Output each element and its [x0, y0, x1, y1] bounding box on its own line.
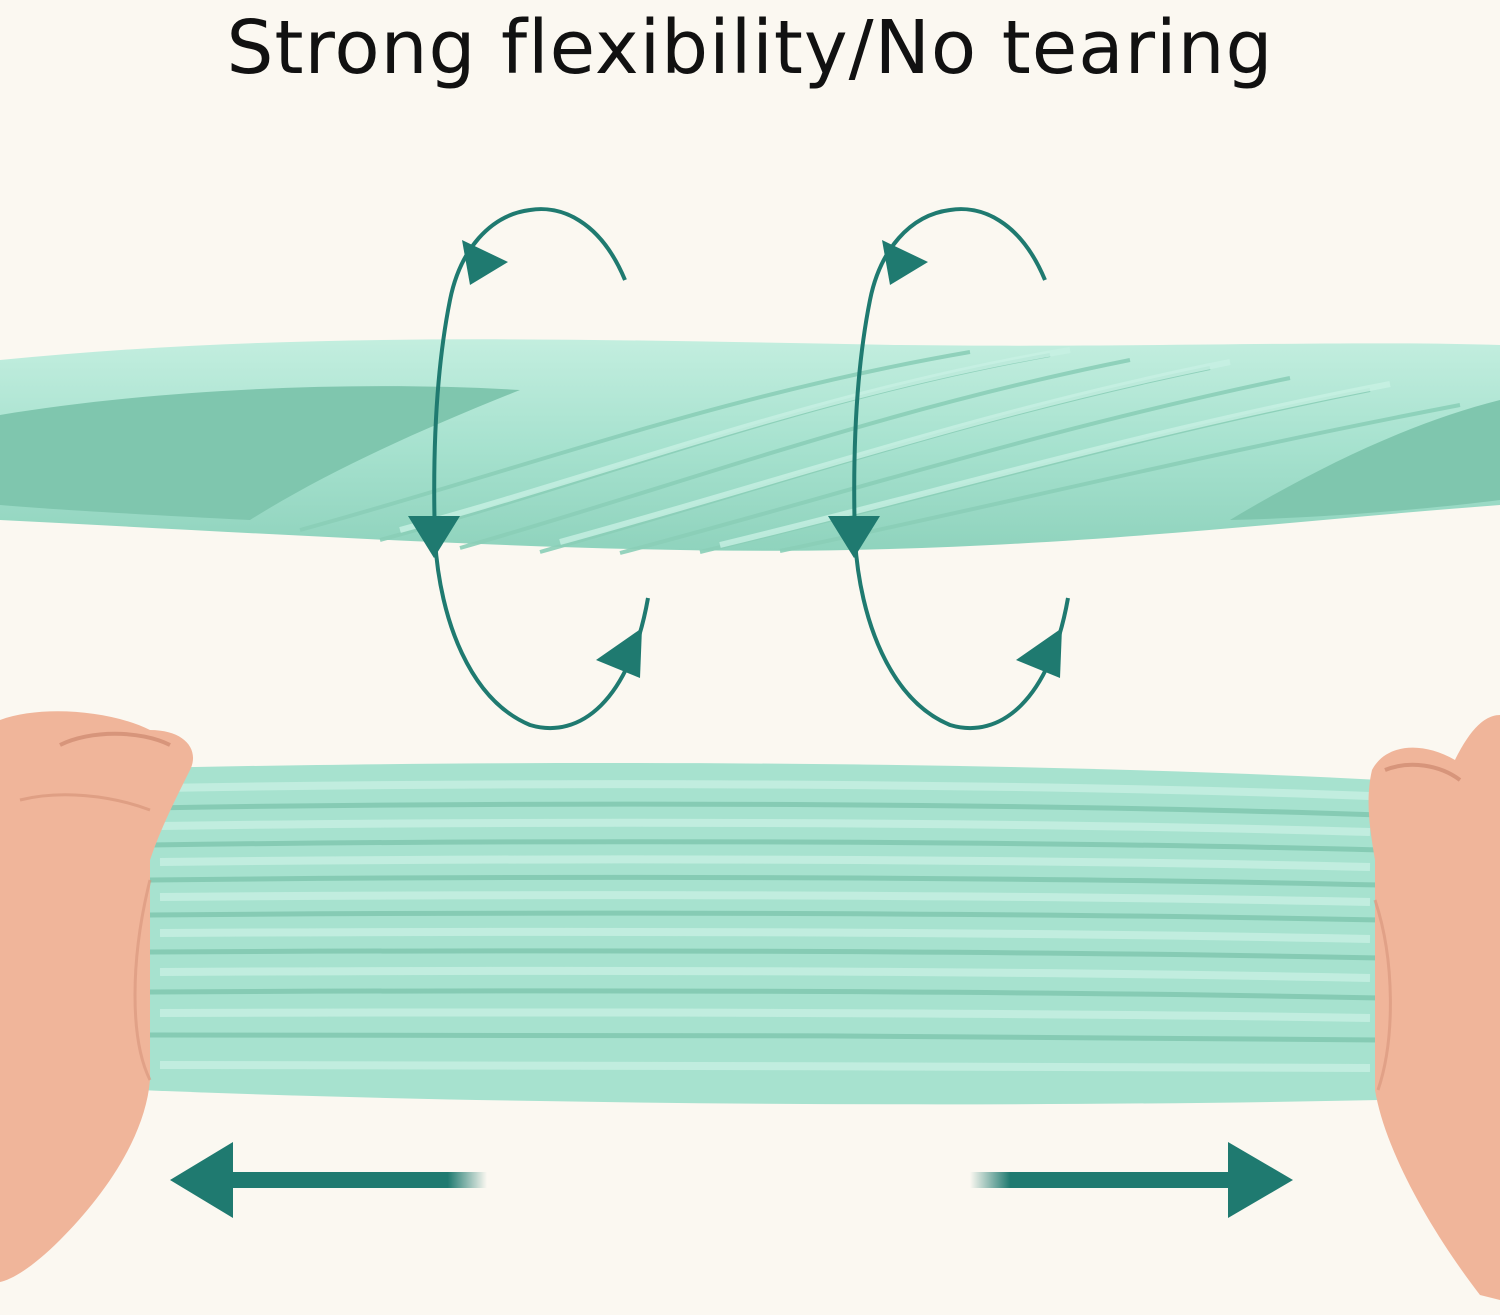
right-hand [1368, 715, 1500, 1300]
rotate-arrow-icon [408, 207, 650, 731]
twisted-foam-strip [0, 339, 1500, 555]
arrow-left-icon [170, 1142, 487, 1218]
rotate-arrow-icon [828, 207, 1070, 731]
stretched-foam-strip [140, 763, 1381, 1105]
left-hand [0, 711, 194, 1282]
headline: Strong flexibility/No tearing [226, 5, 1274, 91]
arrow-right-icon [970, 1142, 1293, 1218]
